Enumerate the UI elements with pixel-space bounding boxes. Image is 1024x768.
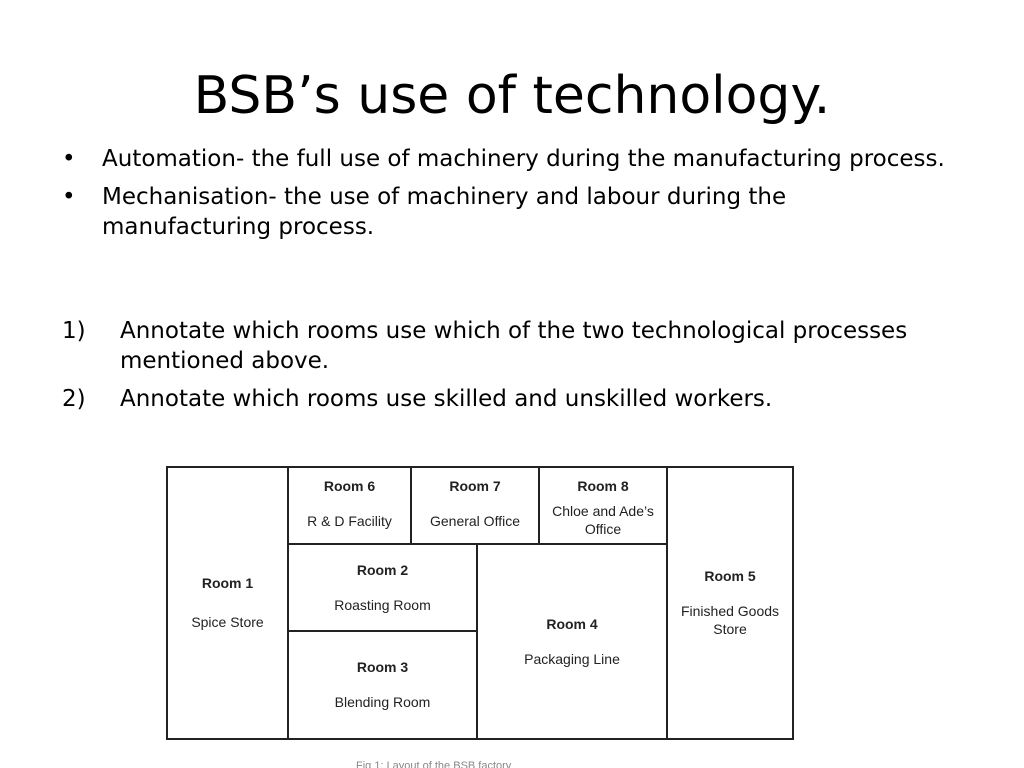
room-description: General Office <box>429 513 520 529</box>
room-name: Room 5 <box>704 568 756 584</box>
bullet-text: Mechanisation- the use of machinery and … <box>102 184 787 240</box>
room-5: Room 5 Finished Goods Store <box>666 466 794 740</box>
room-2: Room 2 Roasting Room <box>287 543 478 632</box>
room-name: Room 8 <box>577 478 629 494</box>
task-text: Annotate which rooms use skilled and uns… <box>120 386 773 412</box>
factory-floor-plan: Room 1 Spice Store Room 6 R & D Facility… <box>166 466 794 740</box>
task-text: Annotate which rooms use which of the tw… <box>120 318 908 374</box>
task-number: 1) <box>62 318 86 344</box>
room-description: Blending Room <box>334 694 431 710</box>
bullet-mechanisation: • Mechanisation- the use of machinery an… <box>62 182 962 242</box>
room-6: Room 6 R & D Facility <box>287 466 412 545</box>
task-item-1: 1) Annotate which rooms use which of the… <box>62 316 962 376</box>
task-list: 1) Annotate which rooms use which of the… <box>62 316 962 422</box>
room-7: Room 7 General Office <box>410 466 540 545</box>
bullet-icon: • <box>62 184 76 210</box>
definition-list: • Automation- the full use of machinery … <box>62 144 962 250</box>
room-name: Room 6 <box>323 478 376 494</box>
room-name: Room 7 <box>449 478 501 494</box>
bullet-text: Automation- the full use of machinery du… <box>102 146 945 172</box>
task-number: 2) <box>62 386 86 412</box>
room-description: R & D Facility <box>307 513 392 529</box>
slide-title: BSB’s use of technology. <box>193 66 831 126</box>
room-name: Room 4 <box>546 615 598 632</box>
room-description: Packaging Line <box>524 650 620 667</box>
room-4: Room 4 Packaging Line <box>476 543 668 740</box>
task-item-2: 2) Annotate which rooms use skilled and … <box>62 384 962 414</box>
room-8: Room 8 Chloe and Ade’s Office <box>538 466 668 545</box>
bullet-icon: • <box>62 146 76 172</box>
room-description: Spice Store <box>191 614 264 630</box>
room-description: Finished Goods Store <box>680 603 780 637</box>
room-3: Room 3 Blending Room <box>287 630 478 740</box>
figure-caption: Fig 1: Layout of the BSB factory <box>356 760 512 768</box>
room-description: Roasting Room <box>334 596 431 613</box>
room-name: Room 1 <box>201 575 254 591</box>
room-name: Room 3 <box>356 659 409 675</box>
room-description: Chloe and Ade’s Office <box>552 503 654 537</box>
room-name: Room 2 <box>356 561 409 578</box>
bullet-automation: • Automation- the full use of machinery … <box>62 144 962 174</box>
room-1: Room 1 Spice Store <box>166 466 289 740</box>
